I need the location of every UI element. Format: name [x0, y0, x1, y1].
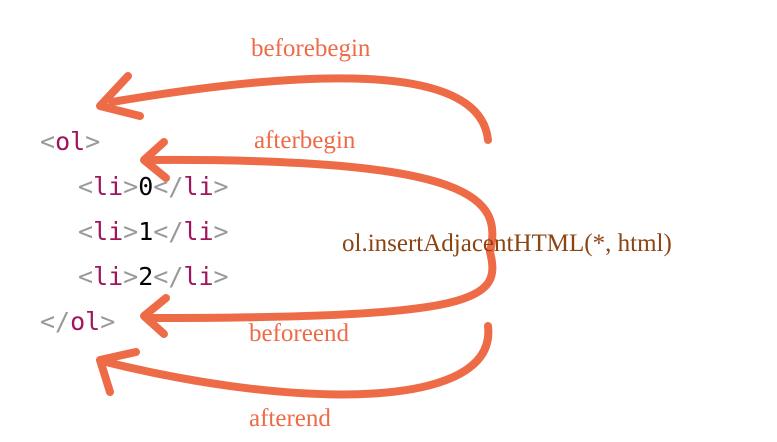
bracket: >: [123, 172, 138, 201]
afterend-arrow: [96, 322, 493, 399]
tag-name: li: [93, 217, 123, 246]
tag-name: ol: [55, 127, 85, 156]
li-content: 2: [138, 262, 153, 291]
bracket: </: [153, 172, 183, 201]
code-block: <ol> <li>0</li> <li>1</li> <li>2</li> </…: [40, 127, 229, 336]
bracket: </: [153, 217, 183, 246]
tag-name: li: [93, 262, 123, 291]
li-item-0: <li>0</li>: [78, 172, 229, 201]
beforebegin-label: beforebegin: [251, 35, 371, 62]
afterend-label: afterend: [249, 405, 331, 432]
afterbegin-arrow-head: [140, 138, 170, 182]
bracket: <: [40, 127, 55, 156]
bracket: <: [78, 172, 93, 201]
tag-name: ol: [70, 307, 100, 336]
tag-name: li: [93, 172, 123, 201]
li-item-2: <li>2</li>: [78, 262, 229, 291]
bracket: >: [85, 127, 100, 156]
bracket: >: [214, 172, 229, 201]
bracket: >: [123, 262, 138, 291]
afterbegin-arrow-curve: [146, 155, 497, 256]
ol-close-tag: </ol>: [40, 307, 115, 336]
afterend-arrow-curve: [102, 322, 493, 399]
li-item-1: <li>1</li>: [78, 217, 229, 246]
beforebegin-arrow-curve: [108, 74, 492, 144]
bracket: <: [78, 262, 93, 291]
beforebegin-arrow: [96, 72, 492, 144]
method-call-label: ol.insertAdjacentHTML(*, html): [342, 230, 672, 257]
bracket: >: [214, 262, 229, 291]
bracket: >: [123, 217, 138, 246]
afterend-arrow-head: [96, 348, 140, 396]
li-content: 1: [138, 217, 153, 246]
beforeend-arrow-curve: [146, 248, 497, 322]
bracket: </: [153, 262, 183, 291]
tag-name: li: [183, 172, 213, 201]
li-content: 0: [138, 172, 153, 201]
bracket: >: [100, 307, 115, 336]
tag-name: li: [183, 217, 213, 246]
ol-open-tag: <ol>: [40, 127, 100, 156]
afterbegin-label: afterbegin: [254, 127, 356, 154]
beforeend-arrow-head: [140, 294, 170, 338]
beforebegin-arrow-head: [96, 72, 144, 120]
bracket: </: [40, 307, 70, 336]
beforeend-arrow: [140, 248, 497, 338]
tag-name: li: [183, 262, 213, 291]
bracket: <: [78, 217, 93, 246]
afterbegin-arrow: [140, 138, 497, 256]
beforeend-label: beforeend: [249, 320, 349, 347]
bracket: >: [214, 217, 229, 246]
